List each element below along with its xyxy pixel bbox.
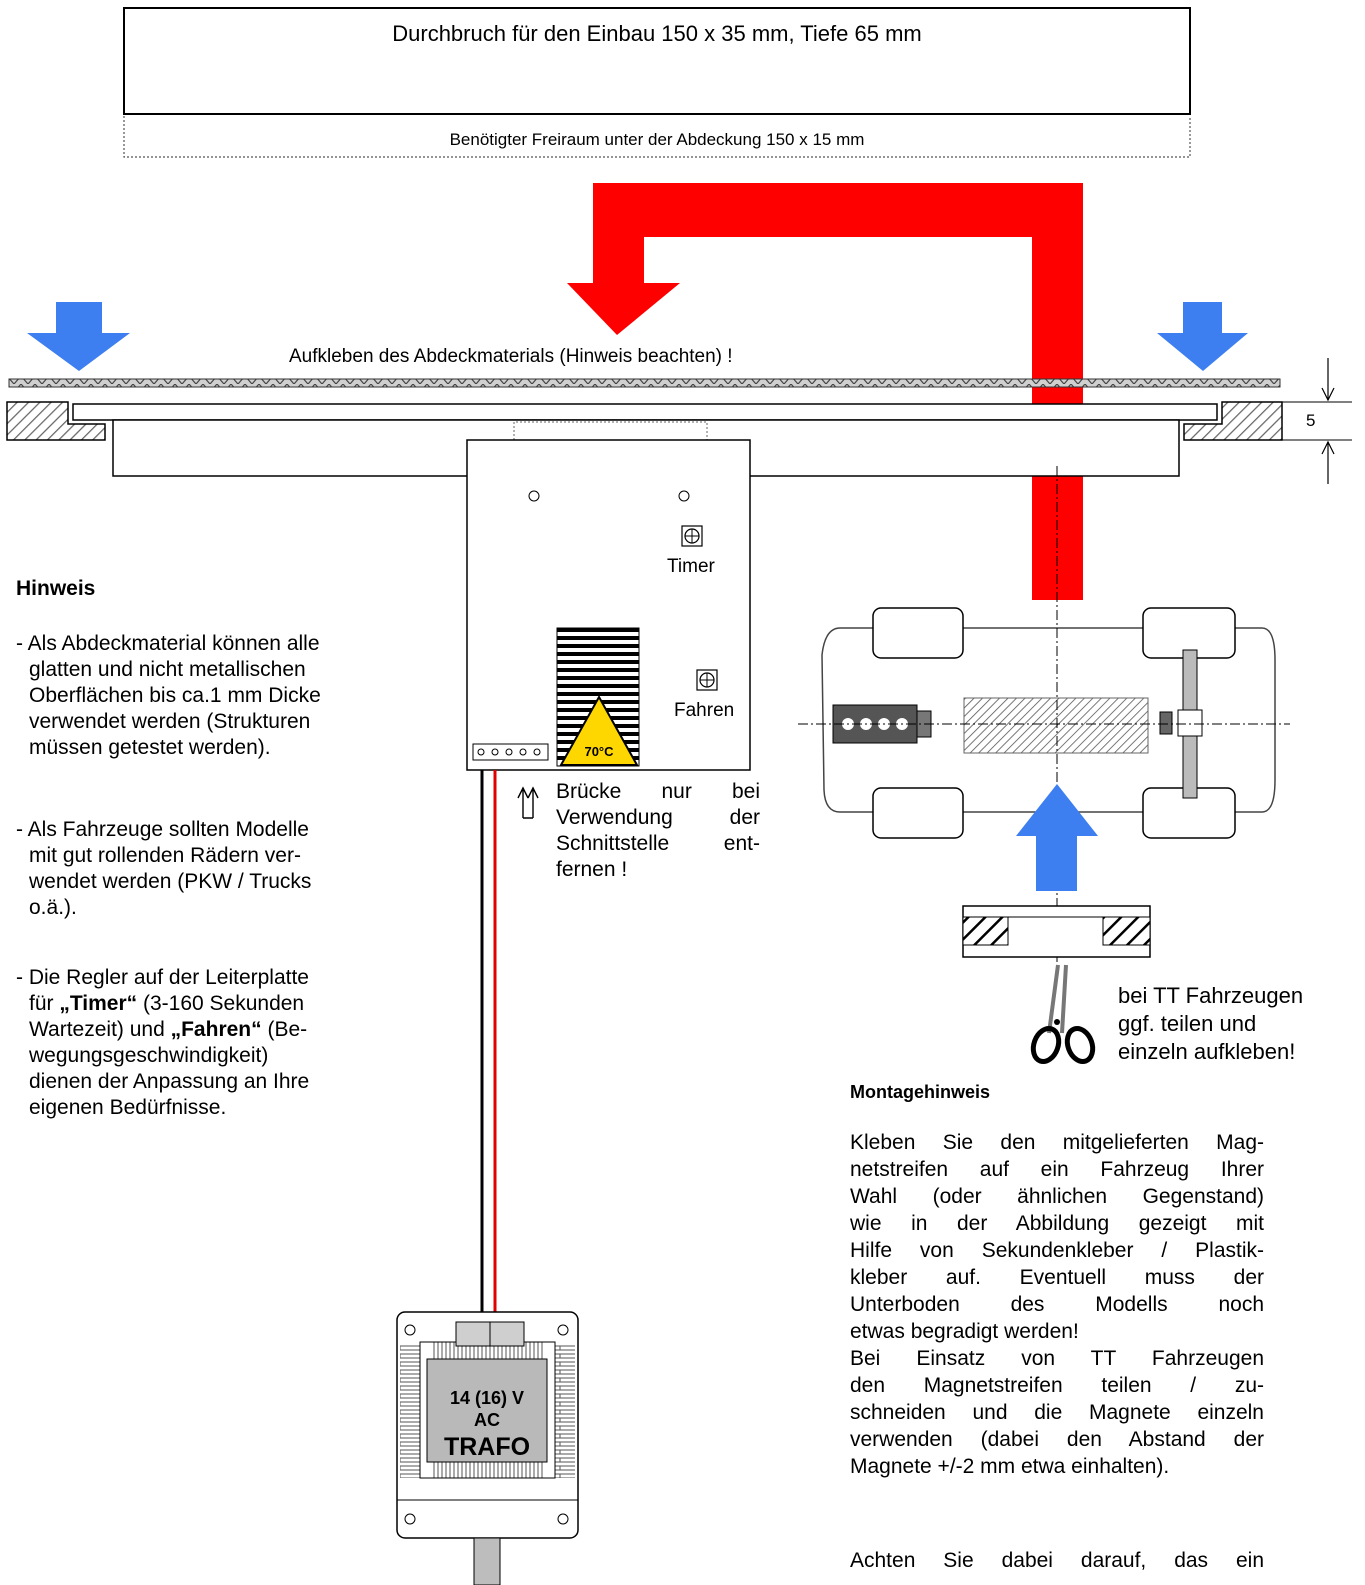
scissors-note-line: einzeln aufkleben! — [1118, 1039, 1296, 1064]
text-run: Wartezeit) und — [29, 1018, 171, 1041]
text-run-bold: „Fahren“ — [170, 1018, 262, 1041]
blue-arrow-left — [27, 302, 130, 371]
vehicle-chassis — [798, 466, 1290, 968]
bridge-note: Brücke nur bei Verwendung der Schnittste… — [556, 779, 760, 883]
montage-line: kleber auf. Eventuell muss der — [850, 1266, 1264, 1289]
hinweis-line: verwendet werden (Strukturen — [29, 710, 311, 733]
montage-para-1: Kleben Sie den mitgelieferten Mag- netst… — [850, 1129, 1264, 1345]
montage-para-2: Bei Einsatz von TT Fahrzeugen den Magnet… — [850, 1345, 1264, 1480]
magnet-strip-position — [963, 697, 1149, 754]
warning-triangle-icon — [559, 694, 639, 766]
scissors-icon — [1030, 964, 1096, 1064]
bridge-note-line: fernen ! — [556, 858, 628, 881]
connector-pin — [477, 748, 485, 756]
text-run: (Be- — [261, 1018, 308, 1041]
text-run: für — [29, 992, 60, 1015]
hinweis-item-1: - Als Abdeckmaterial können alle glatten… — [16, 631, 321, 761]
connector-pin — [491, 748, 499, 756]
montage-line: etwas begradigt werden! — [850, 1320, 1079, 1343]
montage-line: wie in der Abbildung gezeigt mit — [850, 1212, 1264, 1235]
montage-para-3: Achten Sie dabei darauf, das ein — [850, 1547, 1264, 1574]
hinweis-line: wegungsgeschwindigkeit) — [29, 1044, 269, 1067]
bridge-note-line: Brücke nur bei — [556, 780, 760, 803]
hinweis-line: - Als Fahrzeuge sollten Modelle — [16, 818, 309, 841]
hinweis-line: für „Timer“ (3-160 Sekunden — [16, 991, 309, 1017]
cover-label: Aufkleben des Abdeckmaterials (Hinweis b… — [289, 346, 733, 367]
bridge-arrow-icon — [517, 786, 539, 819]
transformer — [396, 1311, 579, 1585]
timer-label: Timer — [667, 556, 715, 577]
clearance-box — [123, 116, 1191, 158]
connector-pin — [533, 748, 541, 756]
hinweis-item-3: - Die Regler auf der Leiterplatte für „T… — [16, 965, 309, 1121]
hinweis-line: glatten und nicht metallischen — [29, 658, 306, 681]
hinweis-line: dienen der Anpassung an Ihre — [29, 1070, 310, 1093]
blue-arrow-right — [1157, 302, 1248, 371]
scissors-note: bei TT Fahrzeugen ggf. teilen und einzel… — [1118, 982, 1303, 1066]
hinweis-line: Wartezeit) und „Fahren“ (Be- — [16, 1017, 309, 1043]
hinweis-line: - Die Regler auf der Leiterplatte — [16, 966, 309, 989]
fahren-potentiometer-icon[interactable] — [696, 669, 718, 691]
opening-box — [123, 7, 1191, 115]
clearance-box-label: Benötigter Freiraum unter der Abdeckung … — [449, 130, 865, 149]
text-run: (3-160 Sekunden — [137, 992, 305, 1015]
plate-left — [6, 401, 106, 441]
blue-arrow-up — [1016, 784, 1098, 891]
montage-title: Montagehinweis — [850, 1082, 991, 1102]
hinweis-line: mit gut rollenden Rädern ver- — [29, 844, 301, 867]
connector-pin — [519, 748, 527, 756]
hinweis-line: wendet werden (PKW / Trucks — [29, 870, 312, 893]
cover-plate — [72, 403, 1218, 421]
montage-line: Wahl (oder ähnlichen Gegenstand) — [850, 1185, 1264, 1208]
montage-line: Bei Einsatz von TT Fahrzeugen — [850, 1347, 1264, 1370]
montage-line: den Magnetstreifen teilen / zu- — [850, 1374, 1264, 1397]
hinweis-title: Hinweis — [16, 577, 96, 600]
montage-line: schneiden und die Magnete einzeln — [850, 1401, 1264, 1424]
warning-temp: 70°C — [584, 744, 614, 759]
montage-line: Magnete +/-2 mm etwa einhalten). — [850, 1455, 1170, 1478]
scissors-note-line: bei TT Fahrzeugen — [1118, 983, 1304, 1008]
hinweis-line: o.ä.). — [29, 896, 77, 919]
scissors-note-line: ggf. teilen und — [1118, 1011, 1257, 1036]
dimension-label: 5 — [1306, 411, 1316, 430]
montage-line: verwenden (dabei den Abstand der — [850, 1428, 1264, 1451]
bridge-note-line: Verwendung der — [556, 806, 760, 829]
hinweis-item-2: - Als Fahrzeuge sollten Modelle mit gut … — [16, 817, 311, 921]
text-run-bold: „Timer“ — [59, 992, 138, 1015]
hinweis-line: - Als Abdeckmaterial können alle — [16, 632, 320, 655]
timer-potentiometer-icon[interactable] — [681, 525, 703, 547]
hinweis-line: Oberflächen bis ca.1 mm Dicke — [29, 684, 321, 707]
red-arrow — [567, 183, 1083, 600]
montage-line: Kleben Sie den mitgelieferten Mag- — [850, 1131, 1264, 1154]
opening-box-label: Durchbruch für den Einbau 150 x 35 mm, T… — [392, 21, 922, 46]
trafo-voltage: 14 (16) V — [449, 1388, 525, 1408]
montage-line: netstreifen auf ein Fahrzeug Ihrer — [850, 1158, 1264, 1181]
bridge-note-line: Schnittstelle ent- — [556, 832, 760, 855]
hinweis-line: eigenen Bedürfnisse. — [29, 1096, 227, 1119]
cover-material — [8, 378, 1281, 388]
hinweis-line: müssen getestet werden). — [29, 736, 271, 759]
montage-line: Unterboden des Modells noch — [850, 1293, 1264, 1316]
montage-line: Achten Sie dabei darauf, das ein — [850, 1549, 1264, 1572]
montage-line: Hilfe von Sekundenkleber / Plastik- — [850, 1239, 1264, 1262]
trafo-name: TRAFO — [443, 1433, 531, 1461]
connector-pin — [505, 748, 513, 756]
fahren-label: Fahren — [674, 700, 735, 721]
trafo-type: AC — [474, 1410, 500, 1430]
